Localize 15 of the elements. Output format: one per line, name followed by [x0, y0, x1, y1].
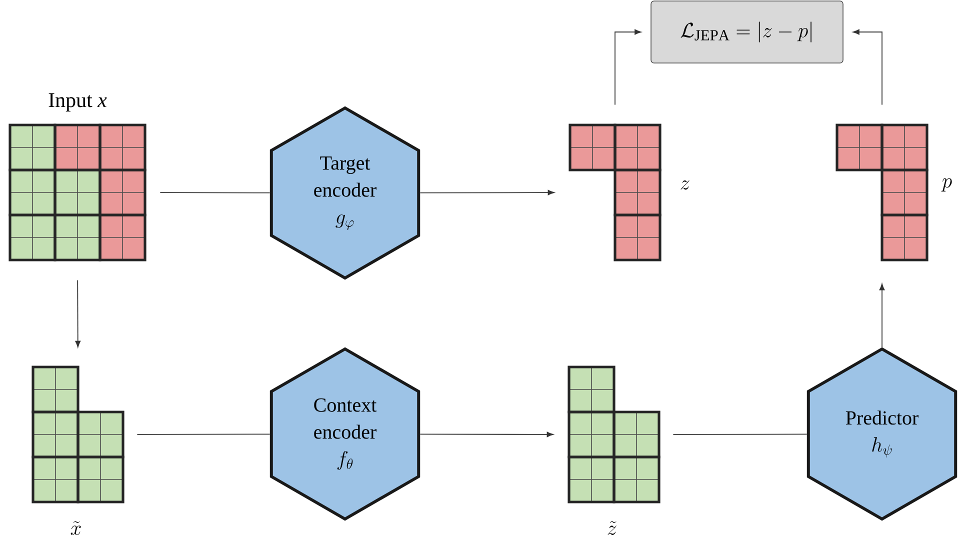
- arrow: [420, 190, 554, 196]
- connector-line: [672, 434, 808, 435]
- variable-label: $\tilde{x}$: [70, 521, 81, 536]
- variable-label: $z$: [680, 180, 690, 190]
- connector-line: [136, 434, 270, 435]
- arrow: [420, 432, 554, 438]
- grid-caption: Input x: [48, 93, 107, 112]
- arrow: [614, 29, 642, 106]
- connector-line: [160, 192, 270, 194]
- loss-box: $\mathcal{L}_{\mathrm{JEPA}} = |z - p|$: [650, 0, 844, 64]
- arrow: [75, 280, 81, 348]
- variable-label: $p$: [941, 178, 952, 192]
- variable-label: $\tilde{z}$: [608, 521, 616, 536]
- arrow: [852, 29, 882, 106]
- arrow: [879, 284, 885, 348]
